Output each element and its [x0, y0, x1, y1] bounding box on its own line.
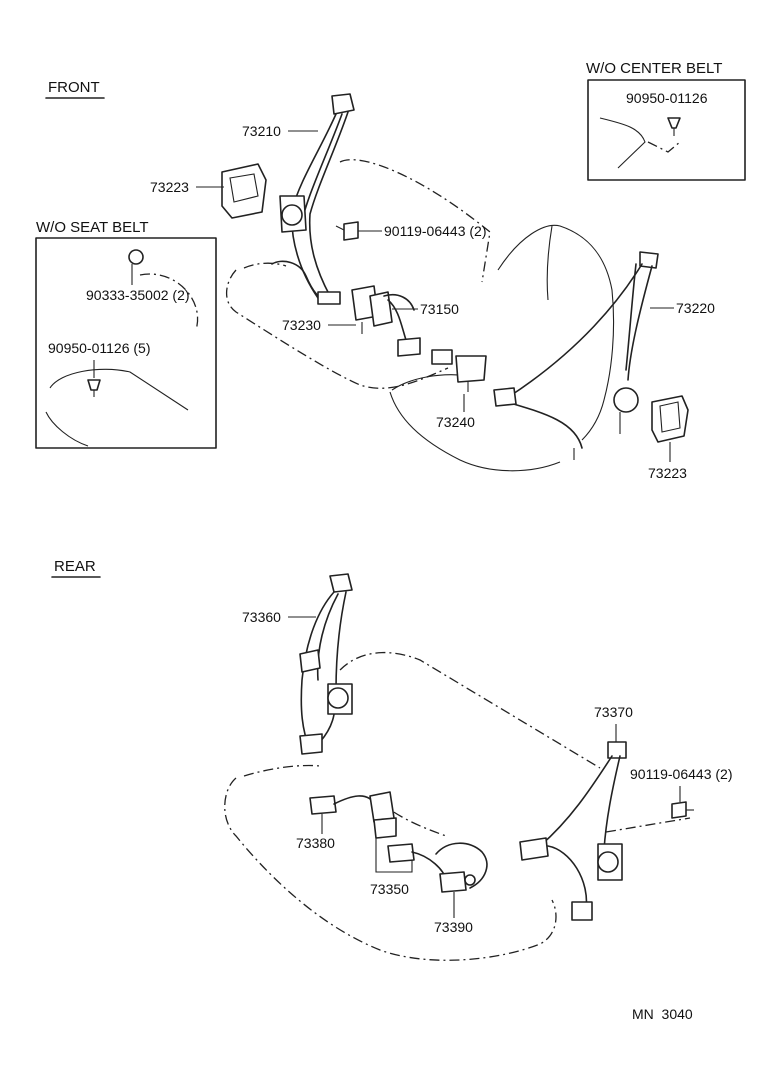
rear-right-belt-assembly — [519, 741, 627, 921]
inset-seat-belt-part-b-label: 90950-01126 (5) — [48, 340, 150, 356]
rear-seat-outline — [224, 651, 691, 961]
front-section-heading: FRONT — [48, 79, 100, 96]
label-73150: 73150 — [420, 301, 459, 317]
clip-icon — [667, 117, 681, 136]
label-73220: 73220 — [676, 300, 715, 316]
cap-icon — [128, 249, 144, 265]
label-90119-front: 90119-06443 (2) — [384, 223, 486, 239]
inset-center-belt-title: W/O CENTER BELT — [586, 60, 722, 77]
label-73210: 73210 — [242, 123, 281, 139]
front-left-belt-assembly — [271, 93, 355, 305]
rear-center-buckles — [309, 791, 488, 893]
inset-center-belt-part-label: 90950-01126 — [626, 90, 708, 106]
label-73223-right: 73223 — [648, 465, 687, 481]
front-right-retractor-cover — [651, 395, 689, 443]
front-left-retractor-cover — [221, 163, 267, 219]
front-seat-outline — [225, 159, 615, 472]
clip-icon — [87, 379, 101, 397]
front-center-buckle — [351, 285, 453, 365]
label-73230: 73230 — [282, 317, 321, 333]
label-90119-rear: 90119-06443 (2) — [630, 766, 732, 782]
inset-seat-belt-title: W/O SEAT BELT — [36, 219, 149, 236]
rear-section-heading: REAR — [54, 558, 96, 575]
label-73350: 73350 — [370, 881, 409, 897]
label-73240: 73240 — [436, 414, 475, 430]
bolt-icon — [671, 801, 694, 819]
label-73360: 73360 — [242, 609, 281, 625]
inset-seat-belt: 90333-35002 (2) 90950-01126 (5) — [35, 237, 217, 449]
diagram-code: MN 3040 — [632, 1006, 693, 1022]
label-73370: 73370 — [594, 704, 633, 720]
bolt-icon — [335, 221, 359, 241]
front-right-belt-assembly — [493, 251, 659, 460]
rear-left-belt-assembly — [299, 573, 353, 755]
label-73390: 73390 — [434, 919, 473, 935]
inset-center-belt: 90950-01126 — [587, 79, 746, 181]
front-right-buckle — [455, 355, 487, 392]
label-73223-left: 73223 — [150, 179, 189, 195]
label-73380: 73380 — [296, 835, 335, 851]
inset-seat-belt-part-a-label: 90333-35002 (2) — [86, 287, 190, 303]
